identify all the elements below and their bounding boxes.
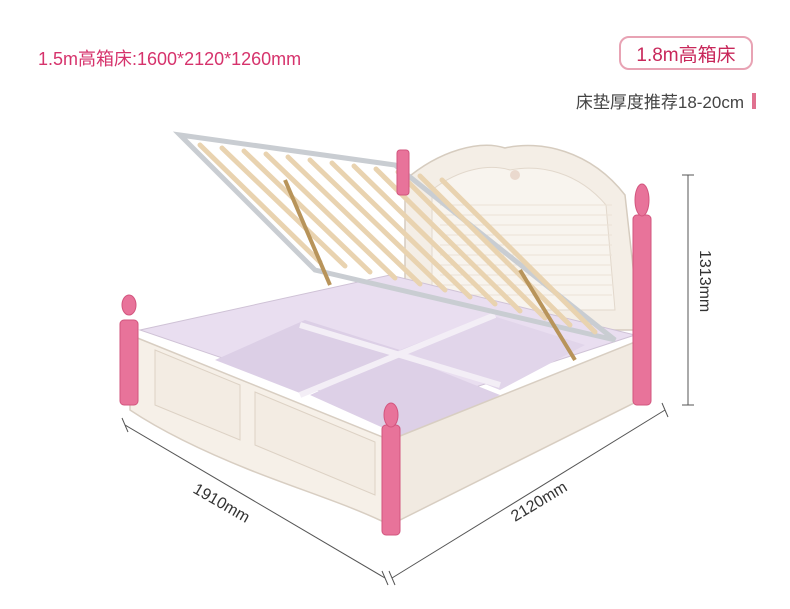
spec-text: 1.5m高箱床:1600*2120*1260mm — [38, 49, 302, 69]
length-label: 2120mm — [508, 479, 570, 526]
height-label: 1313mm — [696, 250, 713, 312]
accent-bar — [752, 92, 756, 109]
size-badge: 1.8m高箱床 — [619, 36, 753, 70]
mattress-recommendation-text: 床垫厚度推荐18-20cm — [575, 93, 744, 112]
mattress-recommendation: 床垫厚度推荐18-20cm — [576, 88, 756, 113]
width-label: 1910mm — [190, 481, 252, 527]
